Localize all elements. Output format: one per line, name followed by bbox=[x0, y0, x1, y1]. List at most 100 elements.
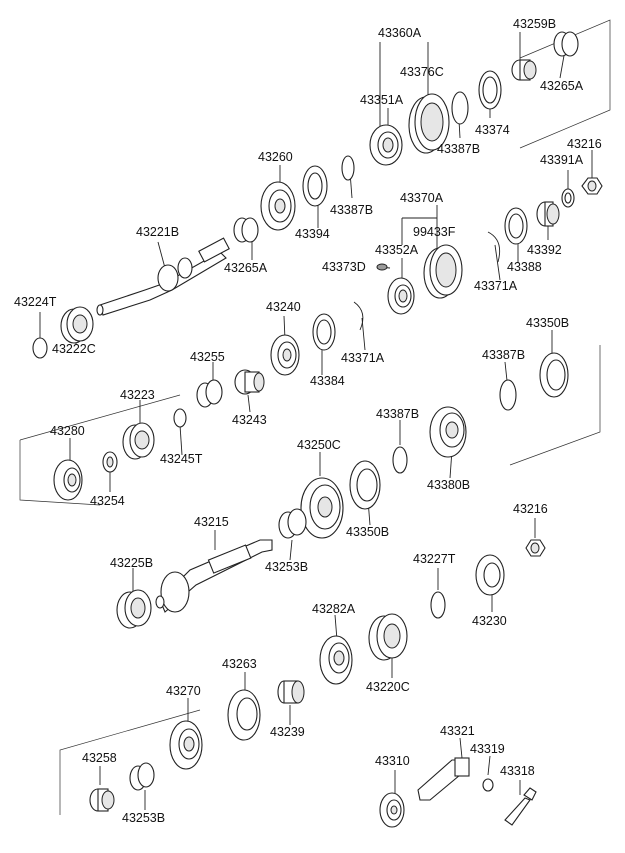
part-label: 43319 bbox=[470, 742, 505, 756]
part-label: 43254 bbox=[90, 494, 125, 508]
gear-43310 bbox=[379, 792, 405, 828]
needle-bearing-43255 bbox=[196, 379, 223, 408]
sleeve-99433F bbox=[423, 244, 463, 299]
part-label: 43310 bbox=[375, 754, 410, 768]
gear-43240 bbox=[270, 334, 300, 376]
part-label: 43215 bbox=[194, 515, 229, 529]
needle-bearing-43265A bbox=[233, 217, 259, 243]
washer-43254 bbox=[102, 451, 118, 473]
ring-43387B-top bbox=[451, 91, 469, 125]
part-label: 43388 bbox=[507, 260, 542, 274]
collar-43258 bbox=[89, 788, 115, 812]
gear-43263 bbox=[227, 689, 261, 741]
bolt-43318 bbox=[504, 787, 537, 826]
part-label: 43318 bbox=[500, 764, 535, 778]
key-43373D bbox=[376, 263, 388, 271]
main-shaft-43221B bbox=[96, 237, 230, 316]
part-label: 43230 bbox=[472, 614, 507, 628]
bearing-43222C bbox=[60, 306, 94, 344]
part-label: 43253B bbox=[122, 811, 166, 825]
part-label: 43387B bbox=[437, 142, 481, 156]
part-label: 43255 bbox=[190, 350, 225, 364]
part-label: 43350B bbox=[526, 316, 570, 330]
bearing-43225B bbox=[116, 589, 152, 629]
part-label: 43350B bbox=[346, 525, 390, 539]
needle-bearing-43253B bbox=[278, 508, 307, 539]
gear-43270 bbox=[169, 720, 203, 770]
needle-bearing-43265A-top bbox=[553, 31, 579, 57]
part-label: 43240 bbox=[266, 300, 301, 314]
synchro-ring-43384 bbox=[312, 313, 336, 351]
synchronizer-hub-43352A bbox=[387, 277, 415, 315]
snap-ring-43245T bbox=[173, 408, 187, 428]
synchro-ring-43350B-top bbox=[539, 352, 569, 398]
part-label: 43223 bbox=[120, 388, 155, 402]
part-label: 43376C bbox=[400, 65, 444, 79]
synchro-ring-43350B bbox=[349, 460, 381, 510]
sleeve-43376C bbox=[408, 93, 450, 154]
part-label: 43370A bbox=[400, 191, 444, 205]
part-label: 43387B bbox=[482, 348, 526, 362]
shaft-43321 bbox=[417, 757, 470, 801]
bearing-43220C bbox=[368, 613, 408, 661]
part-label: 43216 bbox=[513, 502, 548, 516]
ring-43387B-2 bbox=[341, 155, 355, 181]
part-label: 43258 bbox=[82, 751, 117, 765]
part-label: 43225B bbox=[110, 556, 154, 570]
synchronizer-hub-43351A bbox=[369, 124, 403, 166]
part-label: 43265A bbox=[540, 79, 584, 93]
part-label: 43243 bbox=[232, 413, 267, 427]
sleeve-bushing-43259B bbox=[511, 59, 537, 81]
part-label: 43392 bbox=[527, 243, 562, 257]
sleeve-43392 bbox=[536, 201, 560, 227]
part-label: 43222C bbox=[52, 342, 96, 356]
synchro-ring-43374 bbox=[478, 70, 502, 110]
part-label: 43227T bbox=[413, 552, 456, 566]
group-box-bottom bbox=[59, 709, 201, 815]
snap-ring-43371A-left bbox=[353, 301, 364, 331]
part-label: 43263 bbox=[222, 657, 257, 671]
bushing-43239 bbox=[277, 680, 305, 704]
washer-43319 bbox=[482, 778, 494, 792]
nut-43216-top bbox=[581, 177, 603, 195]
part-label: 43373D bbox=[322, 260, 366, 274]
part-label: 43216 bbox=[567, 137, 602, 151]
part-label: 43351A bbox=[360, 93, 404, 107]
gear-43280 bbox=[53, 459, 83, 501]
part-label: 43280 bbox=[50, 424, 85, 438]
bushing-43243 bbox=[234, 369, 265, 395]
part-label: 43253B bbox=[265, 560, 309, 574]
part-label: 43220C bbox=[366, 680, 410, 694]
synchro-ring-43388 bbox=[504, 207, 528, 245]
part-label: 43360A bbox=[378, 26, 422, 40]
part-label: 43265A bbox=[224, 261, 268, 275]
part-label: 43384 bbox=[310, 374, 345, 388]
gear-43260 bbox=[260, 181, 296, 231]
part-label: 43374 bbox=[475, 123, 510, 137]
part-label: 43260 bbox=[258, 150, 293, 164]
bearing-43223 bbox=[122, 422, 155, 460]
part-label: 43371A bbox=[341, 351, 385, 365]
gear-43250C bbox=[300, 477, 344, 539]
ring-43387B-mid bbox=[392, 446, 408, 474]
part-label: 43380B bbox=[427, 478, 471, 492]
snap-ring-43227T bbox=[430, 591, 446, 619]
snap-ring-43224T bbox=[32, 337, 48, 359]
part-label: 43321 bbox=[440, 724, 475, 738]
part-label: 43282A bbox=[312, 602, 356, 616]
snap-ring-43371A-right bbox=[487, 231, 501, 263]
nut-43216 bbox=[525, 539, 546, 557]
part-label: 43239 bbox=[270, 725, 305, 739]
part-label: 43245T bbox=[160, 452, 203, 466]
part-label: 43394 bbox=[295, 227, 330, 241]
synchro-ring-43394 bbox=[302, 165, 328, 207]
part-label: 43224T bbox=[14, 295, 57, 309]
part-label: 43259B bbox=[513, 17, 557, 31]
part-label: 43250C bbox=[297, 438, 341, 452]
part-label: 43391A bbox=[540, 153, 584, 167]
needle-bearing-43253B-bottom bbox=[129, 762, 155, 791]
part-label: 43270 bbox=[166, 684, 201, 698]
part-label: 99433F bbox=[413, 225, 456, 239]
part-label: 43387B bbox=[376, 407, 420, 421]
